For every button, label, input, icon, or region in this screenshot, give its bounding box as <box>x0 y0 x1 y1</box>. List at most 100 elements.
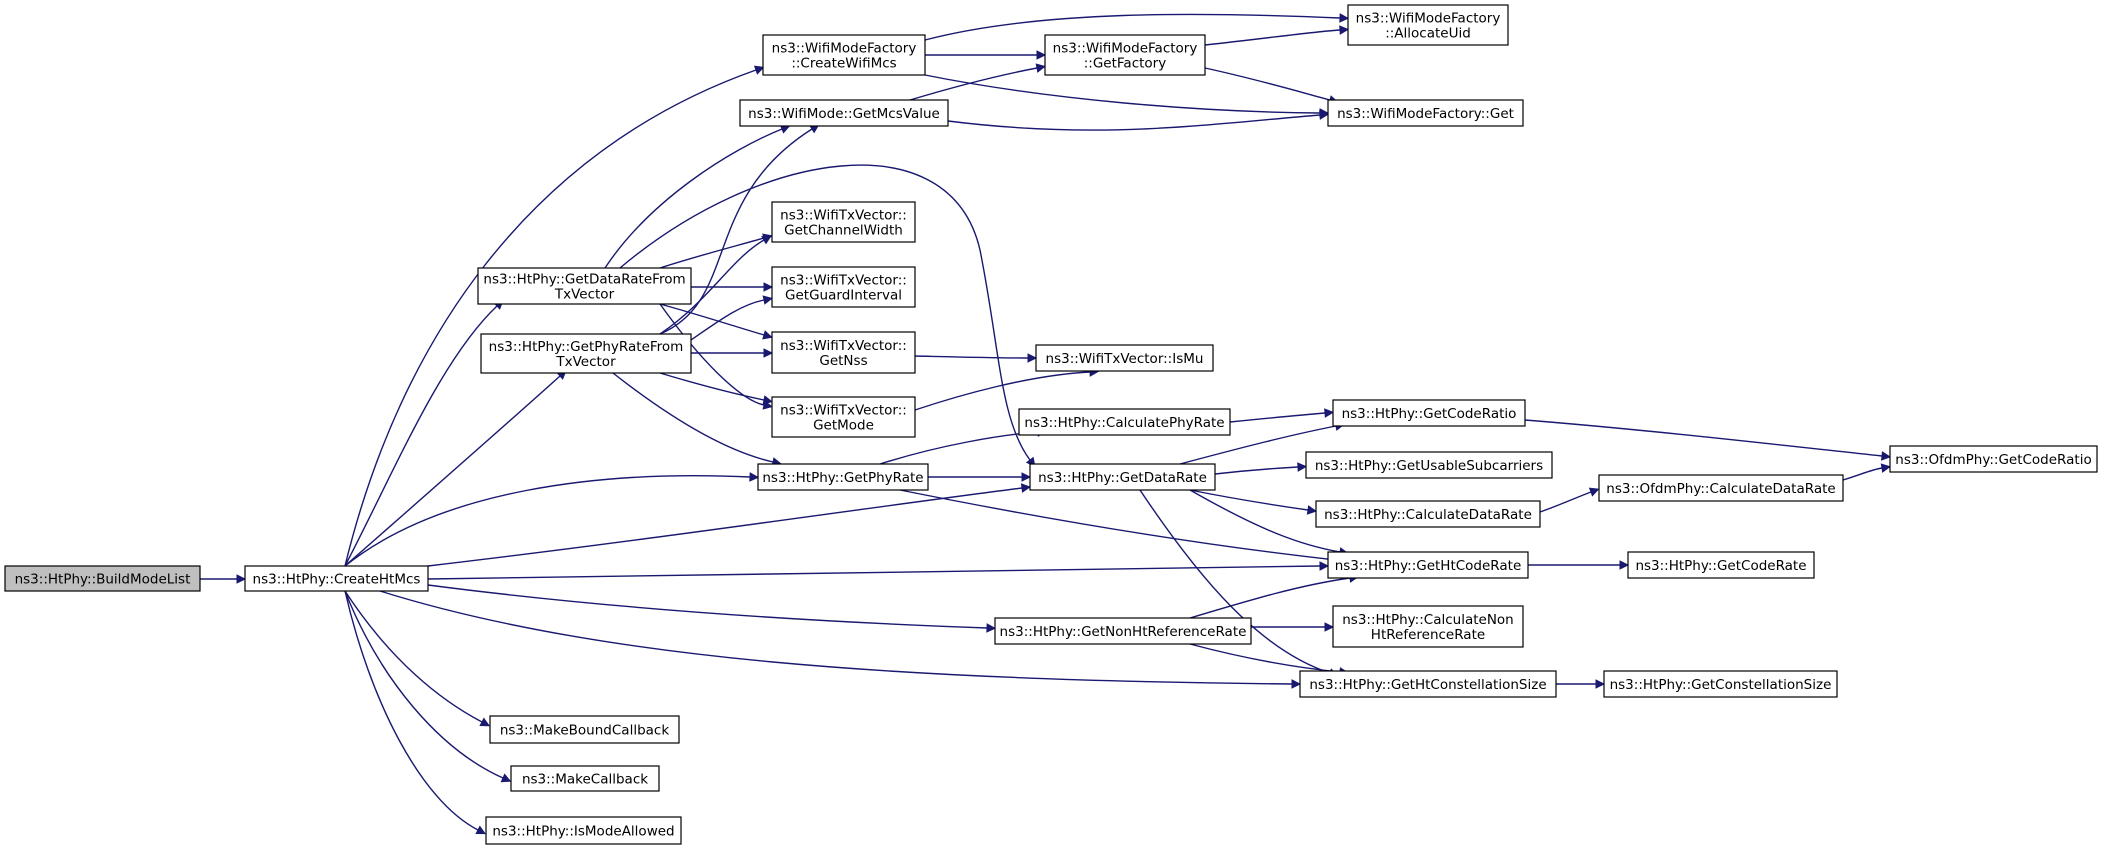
arrowhead <box>1619 560 1630 570</box>
node-GetDataRate[interactable]: ns3::HtPhy::GetDataRate <box>1029 463 1216 491</box>
edge-GetDataRate-to-GetUsableSubcarriers <box>1214 462 1308 475</box>
arrowhead <box>475 825 487 835</box>
node-label: GetNss <box>819 353 867 369</box>
arrowhead <box>749 472 760 482</box>
edge-GetPhyRateFromTxVector-to-GetPhyRate <box>612 372 782 467</box>
edge-CreateHtMcs-to-GetNonHtReferenceRate <box>427 584 997 633</box>
node-box <box>1347 4 1509 46</box>
edge-BuildModeList-to-CreateHtMcs <box>200 574 247 584</box>
arrowhead <box>1324 408 1335 418</box>
edge-line <box>1179 425 1337 465</box>
edge-GetPhyRateFromTxVector-to-GetNss <box>691 348 774 358</box>
node-HtGetCodeRate[interactable]: ns3::HtPhy::GetCodeRate <box>1627 551 1815 579</box>
node-box <box>994 617 1252 645</box>
node-GetUsableSubcarriers[interactable]: ns3::HtPhy::GetUsableSubcarriers <box>1305 451 1553 479</box>
edge-GetMcsValue-to-FactoryGet <box>947 110 1330 131</box>
node-box <box>757 463 929 491</box>
node-box <box>485 816 682 845</box>
edge-line <box>659 372 765 401</box>
node-FactoryGet[interactable]: ns3::WifiModeFactory::Get <box>1327 99 1524 127</box>
node-HtCalculateDataRate[interactable]: ns3::HtPhy::CalculateDataRate <box>1315 500 1541 528</box>
edge-line <box>947 114 1321 131</box>
node-box <box>739 99 949 127</box>
edge-line <box>1189 577 1351 619</box>
edge-line <box>344 475 751 567</box>
edge-line <box>924 13 1341 41</box>
node-label: ns3::HtPhy::GetConstellationSize <box>1610 677 1832 693</box>
node-OfdmGetCodeRatio[interactable]: ns3::OfdmPhy::GetCodeRatio <box>1889 445 2098 473</box>
edge-line <box>1229 412 1326 423</box>
node-MakeBoundCallback[interactable]: ns3::MakeBoundCallback <box>489 715 680 744</box>
node-box <box>1299 670 1557 698</box>
node-label: ns3::OfdmPhy::GetCodeRatio <box>1895 452 2091 468</box>
edge-CreateHtMcs-to-CreateWifiMcs <box>344 65 765 567</box>
arrowhead <box>1027 353 1038 363</box>
node-label: ns3::HtPhy::CalculatePhyRate <box>1024 415 1224 431</box>
node-box <box>1332 605 1524 648</box>
node-IsMu[interactable]: ns3::WifiTxVector::IsMu <box>1035 344 1214 372</box>
node-GetChannelWidth[interactable]: ns3::WifiTxVector::GetChannelWidth <box>771 201 916 243</box>
node-GetFactory[interactable]: ns3::WifiModeFactory::GetFactory <box>1044 34 1206 76</box>
edge-CalculatePhyRate-to-HtGetCodeRatio <box>1229 408 1335 423</box>
arrowhead <box>761 235 772 245</box>
edge-GetPhyRateFromTxVector-to-GetGuardInterval <box>690 295 773 341</box>
edge-line <box>344 305 498 567</box>
node-MakeCallback[interactable]: ns3::MakeCallback <box>510 765 660 792</box>
node-box <box>1018 408 1231 436</box>
node-label: ns3::HtPhy::GetUsableSubcarriers <box>1315 458 1543 474</box>
node-CalculatePhyRate[interactable]: ns3::HtPhy::CalculatePhyRate <box>1018 408 1231 436</box>
edge-line <box>344 375 561 567</box>
arrowhead <box>1021 472 1032 482</box>
edge-CreateHtMcs-to-GetDataRate <box>427 483 1032 567</box>
node-label: ns3::WifiTxVector:: <box>780 338 907 354</box>
node-GetGuardInterval[interactable]: ns3::WifiTxVector::GetGuardInterval <box>771 266 916 308</box>
node-label: ns3::HtPhy::GetCodeRatio <box>1342 406 1517 422</box>
edge-CreateHtMcs-to-GetPhyRate <box>344 472 760 567</box>
edge-line <box>344 69 757 567</box>
node-OfdmCalculateDataRate[interactable]: ns3::OfdmPhy::CalculateDataRate <box>1598 474 1844 502</box>
arrowhead <box>500 773 512 783</box>
node-GetNonHtReferenceRate[interactable]: ns3::HtPhy::GetNonHtReferenceRate <box>994 617 1252 645</box>
edge-CreateWifiMcs-to-GetFactory <box>925 50 1047 60</box>
node-IsModeAllowed[interactable]: ns3::HtPhy::IsModeAllowed <box>485 816 682 845</box>
node-label: ns3::WifiTxVector:: <box>780 208 907 224</box>
node-box <box>477 267 692 305</box>
arrowhead <box>1319 561 1330 571</box>
node-GetMode[interactable]: ns3::WifiTxVector::GetMode <box>771 396 916 438</box>
node-box <box>489 715 680 744</box>
node-label: ns3::HtPhy::GetDataRateFrom <box>483 272 685 288</box>
edge-CreateHtMcs-to-GetHtCodeRate <box>427 561 1330 580</box>
node-BuildModeList[interactable]: ns3::HtPhy::BuildModeList <box>4 565 201 592</box>
edge-GetPhyRateFromTxVector-to-GetChannelWidth <box>659 235 772 335</box>
arrowhead <box>1880 451 1892 461</box>
node-HtGetCodeRatio[interactable]: ns3::HtPhy::GetCodeRatio <box>1332 399 1526 427</box>
node-AllocateUid[interactable]: ns3::WifiModeFactory::AllocateUid <box>1347 4 1509 46</box>
node-GetHtConstellationSize[interactable]: ns3::HtPhy::GetHtConstellationSize <box>1299 670 1557 698</box>
node-box <box>1332 399 1526 427</box>
node-GetNss[interactable]: ns3::WifiTxVector::GetNss <box>771 331 916 374</box>
arrowhead <box>1339 25 1350 35</box>
node-box <box>771 396 916 438</box>
node-CreateWifiMcs[interactable]: ns3::WifiModeFactory::CreateWifiMcs <box>762 34 926 76</box>
arrowhead <box>1588 487 1600 497</box>
node-label: ns3::OfdmPhy::CalculateDataRate <box>1606 481 1835 497</box>
node-label: ns3::HtPhy::BuildModeList <box>15 572 191 588</box>
arrowhead <box>1306 505 1318 515</box>
node-label: ::AllocateUid <box>1385 26 1471 42</box>
node-box <box>4 565 201 592</box>
node-GetHtCodeRate[interactable]: ns3::HtPhy::GetHtCodeRate <box>1327 551 1529 579</box>
node-CreateHtMcs[interactable]: ns3::HtPhy::CreateHtMcs <box>244 565 429 592</box>
node-GetPhyRate[interactable]: ns3::HtPhy::GetPhyRate <box>757 463 929 491</box>
node-GetConstellationSize[interactable]: ns3::HtPhy::GetConstellationSize <box>1603 670 1838 698</box>
node-label: ns3::WifiTxVector:: <box>780 273 907 289</box>
edge-line <box>1204 29 1341 46</box>
node-label: GetMode <box>813 418 874 434</box>
node-GetMcsValue[interactable]: ns3::WifiMode::GetMcsValue <box>739 99 949 127</box>
edge-GetDataRate-to-HtCalculateDataRate <box>1189 489 1318 515</box>
node-label: ns3::HtPhy::CalculateNon <box>1342 612 1514 628</box>
node-box <box>510 765 660 792</box>
edge-CreateHtMcs-to-GetDataRateFromTxVector <box>344 299 504 567</box>
